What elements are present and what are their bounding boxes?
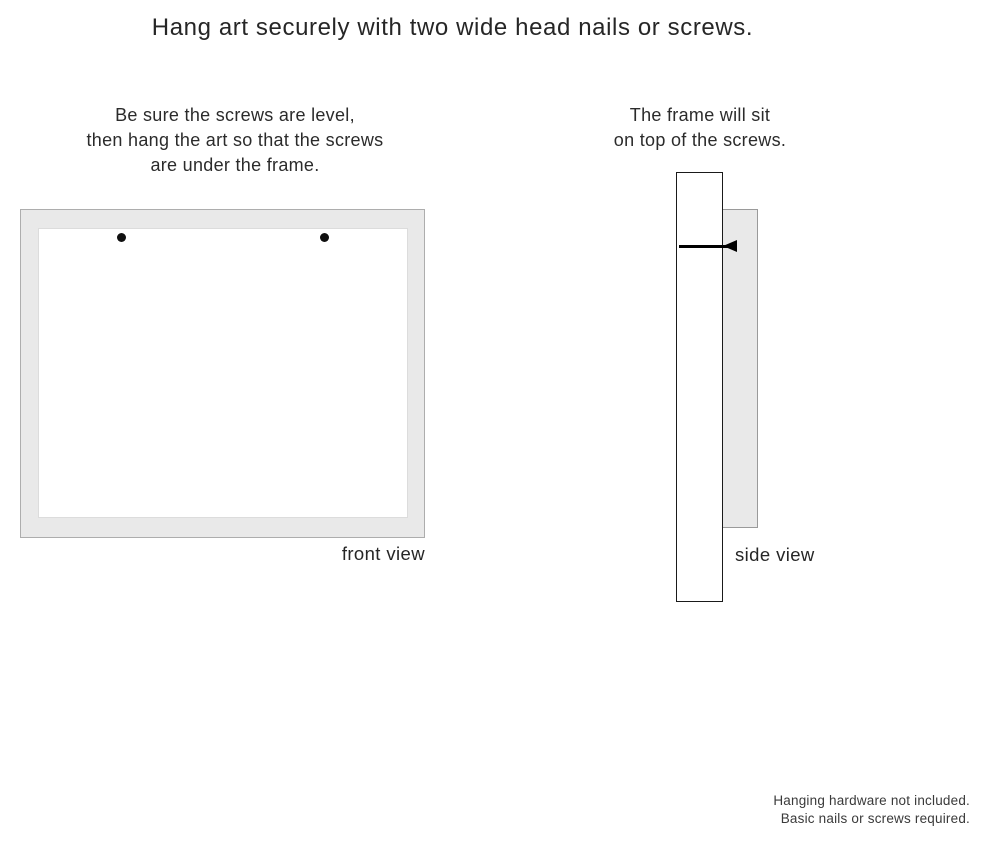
page-title: Hang art securely with two wide head nai… [151,14,754,41]
front-view-label: front view [341,543,425,564]
screw-head-icon [723,240,737,252]
side-view-label: side view [735,544,815,565]
footer-note: Hanging hardware not included. Basic nai… [600,792,970,828]
footer-line: Hanging hardware not included. [773,793,970,808]
side-view-frame-edge [676,172,723,602]
instruction-line: are under the frame. [150,155,320,175]
screw-dot-right-icon [320,233,329,242]
screw-side-icon [679,245,731,248]
footer-line: Basic nails or screws required. [780,811,970,826]
side-view-instructions: The frame will sit on top of the screws. [550,103,850,153]
front-view-artwork-area [38,228,408,518]
instruction-line: Be sure the screws are level, [115,105,355,125]
front-view-frame [20,209,425,538]
instruction-line: The frame will sit [629,105,771,125]
screw-dot-left-icon [117,233,126,242]
front-view-instructions: Be sure the screws are level, then hang … [20,103,450,178]
instruction-line: on top of the screws. [613,130,787,150]
instruction-line: then hang the art so that the screws [86,130,384,150]
